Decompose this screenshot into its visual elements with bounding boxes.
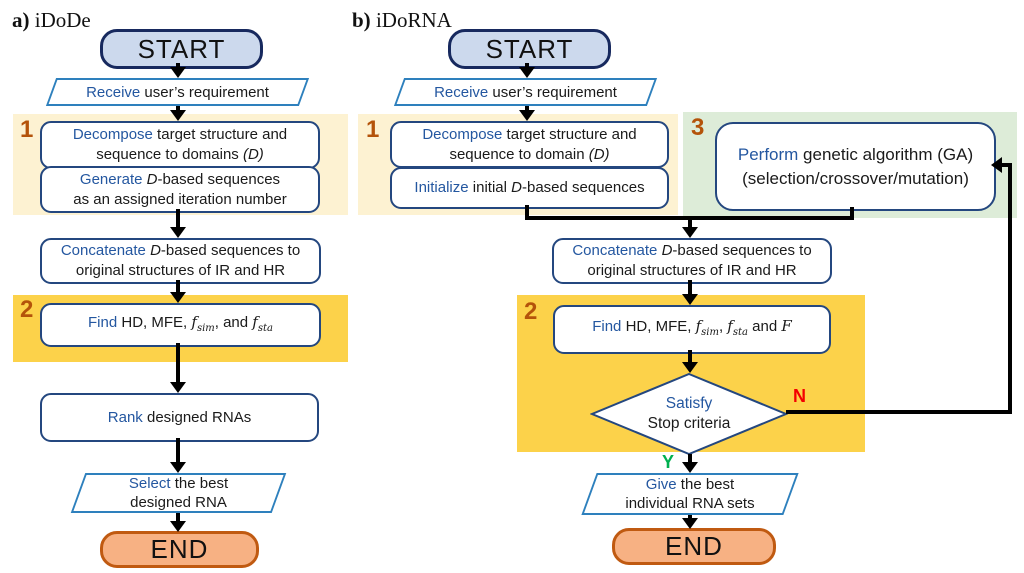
arrow-down-icon <box>170 521 186 532</box>
arrow-down-icon <box>170 67 186 78</box>
panel-b-title: b) iDoRNA <box>352 8 452 33</box>
arrow-left-icon <box>991 157 1002 173</box>
flow-connector <box>176 209 180 228</box>
no-feedback-connector <box>786 410 1012 414</box>
receive-input-a: Receive user’s requirement <box>45 78 310 106</box>
flow-connector <box>525 205 529 220</box>
arrow-down-icon <box>170 462 186 473</box>
flow-connector <box>525 63 529 69</box>
select-output-a: Select the best designed RNA <box>70 473 287 513</box>
flow-connector <box>688 454 692 463</box>
stop-criteria-decision-b: Satisfy Stop criteria <box>589 372 789 456</box>
rank-process-a: Rank designed RNAs <box>40 393 319 442</box>
flow-connector <box>176 513 180 522</box>
arrow-down-icon <box>170 227 186 238</box>
flow-connector <box>176 106 180 111</box>
no-feedback-connector <box>1000 163 1012 167</box>
flow-connector <box>525 106 529 111</box>
concatenate-process-a: Concatenate D-based sequences to origina… <box>40 238 321 284</box>
arrow-down-icon <box>682 227 698 238</box>
find-process-a: Find HD, MFE, fsim, and fsta <box>40 303 321 347</box>
start-terminator-a: START <box>100 29 263 69</box>
panel-a-title-prefix: a) <box>12 8 30 32</box>
flow-connector <box>688 280 692 295</box>
flow-connector <box>850 207 854 220</box>
arrow-down-icon <box>170 382 186 393</box>
arrow-down-icon <box>170 292 186 303</box>
flow-connector <box>176 343 180 383</box>
flow-connector <box>176 63 180 69</box>
arrow-down-icon <box>519 67 535 78</box>
panel-a-title: a) iDoDe <box>12 8 91 33</box>
end-terminator-b: END <box>612 528 776 565</box>
generate-process-a: Generate D-based sequences as an assigne… <box>40 166 320 213</box>
arrow-down-icon <box>682 294 698 305</box>
stage2-number-a: 2 <box>20 296 34 323</box>
find-process-b: Find HD, MFE, fsim, fsta and F <box>553 305 831 354</box>
receive-input-b: Receive user’s requirement <box>393 78 658 106</box>
decision-no-label: N <box>793 386 806 406</box>
flow-connector <box>688 216 692 229</box>
concatenate-process-b: Concatenate D-based sequences to origina… <box>552 238 832 284</box>
genetic-algorithm-process-b: Perform genetic algorithm (GA) (selectio… <box>715 122 996 211</box>
panel-b-title-prefix: b) <box>352 8 371 32</box>
panel-b-title-name: iDoRNA <box>375 8 452 32</box>
stage2-number-b: 2 <box>524 298 538 325</box>
panel-a-title-name: iDoDe <box>34 8 91 32</box>
arrow-down-icon <box>170 110 186 121</box>
start-terminator-b: START <box>448 29 611 69</box>
stage3-number-b: 3 <box>691 114 705 141</box>
arrow-down-icon <box>682 518 698 529</box>
decision-yes-label: Y <box>662 452 675 472</box>
end-terminator-a: END <box>100 531 259 568</box>
flow-connector <box>688 515 692 519</box>
arrow-down-icon <box>682 362 698 373</box>
initialize-process-b: Initialize initial D-based sequences <box>390 167 669 209</box>
no-feedback-connector <box>1008 163 1012 414</box>
decompose-process-a: Decompose target structure and sequence … <box>40 121 320 169</box>
arrow-down-icon <box>682 462 698 473</box>
give-output-b: Give the best individual RNA sets <box>581 473 799 515</box>
decompose-process-b: Decompose target structure and sequence … <box>390 121 669 168</box>
stage1-number-a: 1 <box>20 116 34 143</box>
flow-connector <box>176 438 180 463</box>
flow-connector <box>688 350 692 363</box>
flow-connector <box>176 280 180 293</box>
arrow-down-icon <box>519 110 535 121</box>
stage1-number-b: 1 <box>366 116 380 143</box>
